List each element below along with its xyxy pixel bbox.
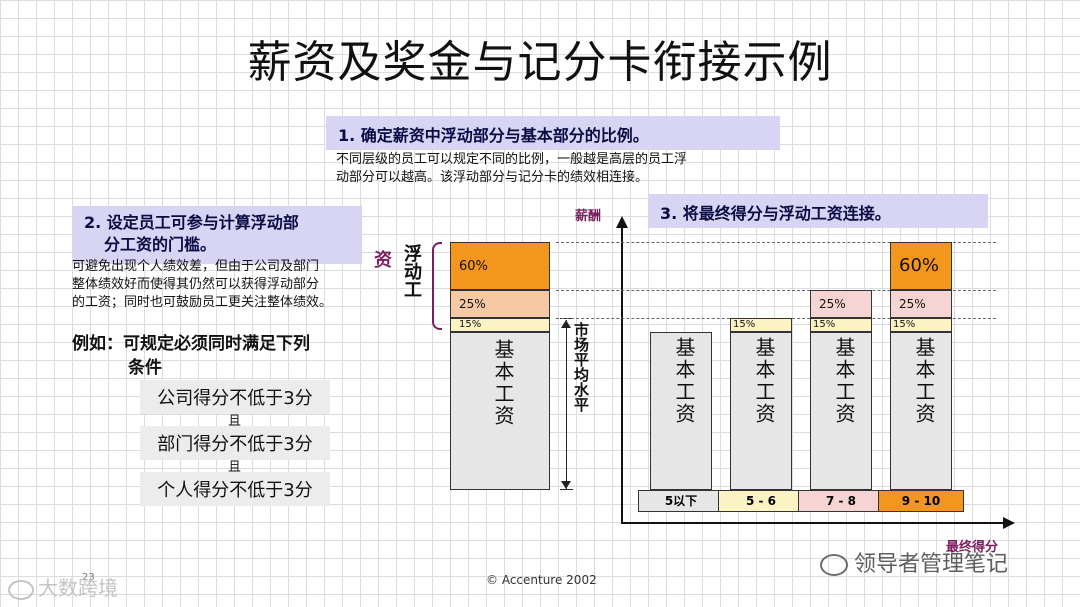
step1-desc-line1: 不同层级的员工可以规定不同的比例，一般越是高层的员工浮	[336, 152, 688, 167]
float-brace	[432, 242, 442, 330]
chart-bar-base: 基本工资	[810, 332, 872, 490]
chart-bar-base-label: 基本工资	[672, 337, 696, 425]
step2-heading-line1: 2. 设定员工可参与计算浮动部	[84, 213, 299, 232]
page-title: 薪资及奖金与记分卡衔接示例	[247, 37, 833, 88]
page-number: 23	[82, 572, 95, 583]
chart-bar-segment: 25%	[890, 290, 952, 318]
ref-line-60	[556, 242, 996, 243]
step2-heading-line2: 分工资的门槛。	[104, 235, 217, 254]
watermark-left: 大数跨境	[8, 572, 118, 601]
example-line1: 例如：可规定必须同时满足下列	[72, 334, 310, 354]
chart-bar-segment-label: 15%	[813, 319, 836, 330]
x-axis-arrow-icon	[1003, 517, 1015, 529]
wechat-icon	[820, 554, 848, 576]
step2-desc-line3: 的工资；同时也可鼓励员工更关注整体绩效。	[72, 295, 333, 310]
chart-bar-segment: 15%	[810, 318, 872, 332]
example-line2: 条件	[128, 358, 162, 378]
copyright: © Accenture 2002	[486, 573, 597, 587]
chart-bar-base-label: 基本工资	[912, 337, 936, 425]
step1-description: 不同层级的员工可以规定不同的比例，一般越是高层的员工浮 动部分可以越高。该浮动部…	[336, 151, 766, 187]
chart-category-label: 7 - 8	[798, 490, 884, 512]
left-bar-seg-60: 60%	[450, 242, 550, 290]
chart-category-label: 9 - 10	[878, 490, 964, 512]
watermark-logo-icon	[8, 579, 34, 600]
chart-bar-segment: 60%	[890, 242, 952, 290]
chart-bar-segment-label: 25%	[899, 297, 926, 311]
arrow-down-icon	[561, 481, 571, 489]
and-label-1: 且	[228, 414, 242, 429]
float-label-b: 浮动工	[401, 244, 422, 298]
chart-bar-segment: 15%	[730, 318, 792, 332]
chart-bar-base: 基本工资	[730, 332, 792, 490]
market-arrow-bottom	[560, 489, 573, 490]
chart-bar-base: 基本工资	[650, 332, 712, 490]
step2-heading: 2. 设定员工可参与计算浮动部 分工资的门槛。	[72, 206, 362, 264]
float-label-a: 资	[374, 250, 392, 271]
step3-heading: 3. 将最终得分与浮动工资连接。	[648, 194, 988, 228]
chart-category-label: 5以下	[638, 490, 724, 512]
left-bar-base: 基本工资	[450, 332, 550, 490]
chart-bar-base-label: 基本工资	[832, 337, 856, 425]
step2-desc-line1: 可避免出现个人绩效差，但由于公司及部门	[72, 259, 320, 274]
step2-description: 可避免出现个人绩效差，但由于公司及部门 整体绩效好而使得其仍然可以获得浮动部分 …	[72, 258, 382, 312]
chart-bar-base-label: 基本工资	[752, 337, 776, 425]
x-axis	[621, 522, 1007, 524]
left-bar-seg-25: 25%	[450, 290, 550, 318]
arrow-up-icon	[561, 320, 571, 328]
left-bar-seg-15: 15%	[450, 318, 550, 332]
watermark-right: 领导者管理笔记	[820, 546, 1008, 578]
chart-bar-segment-label: 15%	[733, 319, 756, 330]
y-axis	[621, 224, 623, 524]
chart-category-label: 5 - 6	[718, 490, 804, 512]
condition-department: 部门得分不低于3分	[140, 426, 330, 460]
example-text: 例如：可规定必须同时满足下列 条件	[72, 332, 310, 380]
chart-bar-segment: 25%	[810, 290, 872, 318]
step2-desc-line2: 整体绩效好而使得其仍然可以获得浮动部分	[72, 277, 320, 292]
chart-bar-base: 基本工资	[890, 332, 952, 490]
chart-bar-segment: 15%	[890, 318, 952, 332]
chart-bar-segment-label: 15%	[893, 319, 916, 330]
step1-desc-line2: 动部分可以越高。该浮动部分与记分卡的绩效相连接。	[336, 170, 649, 185]
x-axis-label: 最终得分	[946, 540, 999, 555]
and-label-2: 且	[228, 460, 242, 475]
step1-heading: 1. 确定薪资中浮动部分与基本部分的比例。	[326, 116, 780, 150]
condition-company: 公司得分不低于3分	[140, 380, 330, 414]
market-average-label: 市场平均水平	[572, 322, 590, 412]
y-axis-label: 薪酬	[575, 209, 602, 224]
y-axis-arrow-icon	[616, 216, 628, 228]
ref-line-25	[556, 290, 996, 291]
chart-bar-segment-label: 25%	[819, 297, 846, 311]
market-arrow-line	[566, 320, 567, 490]
chart-bar-segment-label: 60%	[899, 255, 940, 276]
condition-individual: 个人得分不低于3分	[140, 472, 330, 506]
